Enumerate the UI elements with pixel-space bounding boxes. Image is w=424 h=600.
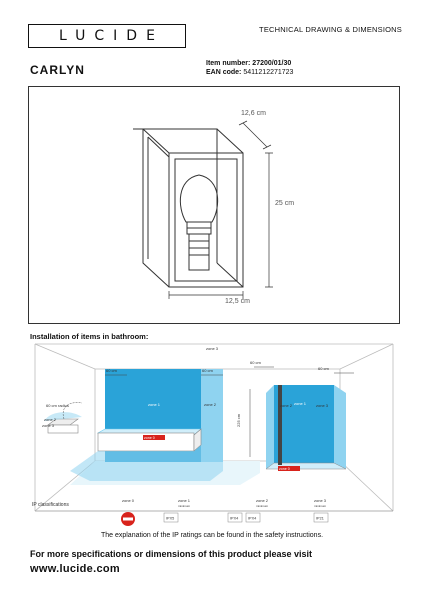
label-60cm-b: 60 cm	[202, 368, 214, 373]
ean-value: 5411212271723	[243, 69, 294, 76]
footer-website-link[interactable]: www.lucide.com	[30, 563, 120, 575]
lamp-front-frame	[168, 152, 244, 288]
ip-rating-ip44: IPX4	[248, 517, 256, 521]
ip-explanation-text: The explanation of the IP ratings can be…	[100, 532, 324, 539]
ean-label: EAN code:	[206, 69, 242, 76]
depth-dimension-line	[242, 122, 268, 148]
technical-drawing-frame: 12,6 cm 25 cm 12,5 cm	[28, 86, 400, 324]
bathroom-section-title: Installation of items in bathroom:	[30, 332, 149, 341]
washbasin	[47, 424, 79, 434]
lucide-logo: LUCIDE	[28, 24, 186, 48]
label-zone2-a: zone 2	[204, 402, 217, 407]
lamp-drawing: 12,6 cm 25 cm 12,5 cm	[133, 110, 294, 305]
ip-min1: minimum	[178, 504, 191, 508]
label-zone3-right: zone 3	[316, 403, 329, 408]
item-number-label: Item number:	[206, 60, 251, 67]
label-zone2-left: zone 2	[44, 417, 57, 422]
logo-text: LUCIDE	[59, 28, 164, 44]
label-zone1-a: zone 1	[148, 402, 161, 407]
ip-zone0: zone 0	[122, 498, 135, 503]
ip-min2: minimum	[256, 504, 269, 508]
document-title: TECHNICAL DRAWING & DIMENSIONS	[259, 25, 402, 34]
label-60cm-a: 60 cm	[106, 368, 118, 373]
item-number-value: 27200/01/30	[252, 60, 292, 67]
ip-title: IP classifications	[32, 502, 69, 508]
ip-rating-ip21: IP21	[316, 517, 324, 521]
label-height: 225 cm	[236, 413, 241, 427]
shower-screen	[278, 385, 282, 465]
ip-rating-ip65: IPX5	[166, 517, 174, 521]
depth-dimension: 12,6 cm	[241, 110, 266, 117]
height-dimension: 25 cm	[275, 200, 294, 207]
label-zone2-b: zone 2	[280, 403, 293, 408]
label-60cm-c: 60 cm	[250, 360, 262, 365]
width-dimension: 12,5 cm	[225, 298, 250, 305]
label-radius: 60 cm radius	[46, 403, 69, 408]
label-zone0-b: zone 0	[279, 467, 290, 471]
bathroom-zones-diagram: zone 3 60 cm 60 cm 60 cm 60 cm zone 1 zo…	[32, 343, 394, 526]
bulb-outline	[179, 174, 219, 223]
bathtub-zone-2	[201, 369, 223, 462]
label-zone3-left: zone 3	[42, 423, 55, 428]
label-60cm-d: 60 cm	[318, 366, 330, 371]
label-zone1-b: zone 1	[294, 401, 307, 406]
lamp-back-frame	[143, 128, 218, 263]
ip-zone2: zone 2	[256, 498, 269, 503]
ip-zone3: zone 3	[314, 498, 327, 503]
product-meta: Item number: 27200/01/30 EAN code: 54112…	[206, 59, 293, 77]
product-name: CARLYN	[30, 63, 85, 77]
footer-visit-text: For more specifications or dimensions of…	[30, 549, 313, 559]
ip-rating-ip54: IPX4	[230, 517, 238, 521]
label-zone0-a: zone 0	[144, 436, 155, 440]
ip-min3: minimum	[314, 504, 327, 508]
ip-zone1: zone 1	[178, 498, 191, 503]
label-zone3-top: zone 3	[206, 346, 219, 351]
